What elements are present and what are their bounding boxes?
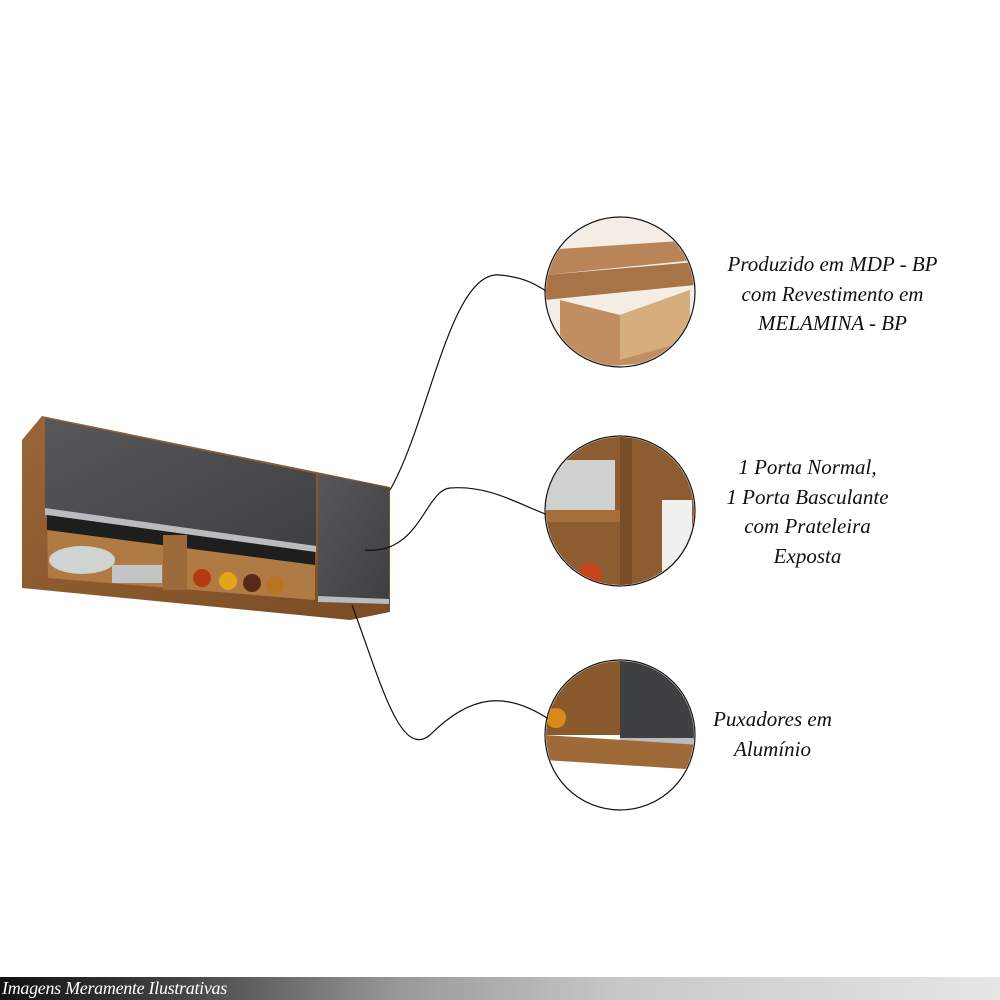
feature-line: 1 Porta Normal, [738,455,877,479]
feature-line: Produzido em MDP - BP [727,252,938,276]
disclaimer-text: Imagens Meramente Ilustrativas [2,978,227,998]
disclaimer-bar: Imagens Meramente Ilustrativas [0,977,1000,1000]
shelf-closeup [546,437,694,585]
connector-lines [351,274,551,741]
feature-line: 1 Porta Basculante [726,484,889,509]
handle [45,508,316,552]
side-door [318,474,389,600]
feature-handles: Puxadores em Alumínio [690,705,855,764]
feature-line: Alumínio [734,736,811,761]
tilt-door [45,418,316,550]
feature-line: Exposta [773,543,842,568]
feature-line: com Revestimento em [741,281,924,306]
aluminium-handle-closeup [546,661,694,809]
feature-line: Puxadores em [713,707,832,731]
feature-line: MELAMINA - BP [758,311,907,335]
feature-line: com Prateleira [744,514,871,538]
cabinet [22,416,390,620]
feature-doors: 1 Porta Normal, 1 Porta Basculante com P… [690,453,925,571]
mdp-board-closeup [546,218,694,366]
feature-material: Produzido em MDP - BP com Revestimento e… [700,250,965,339]
